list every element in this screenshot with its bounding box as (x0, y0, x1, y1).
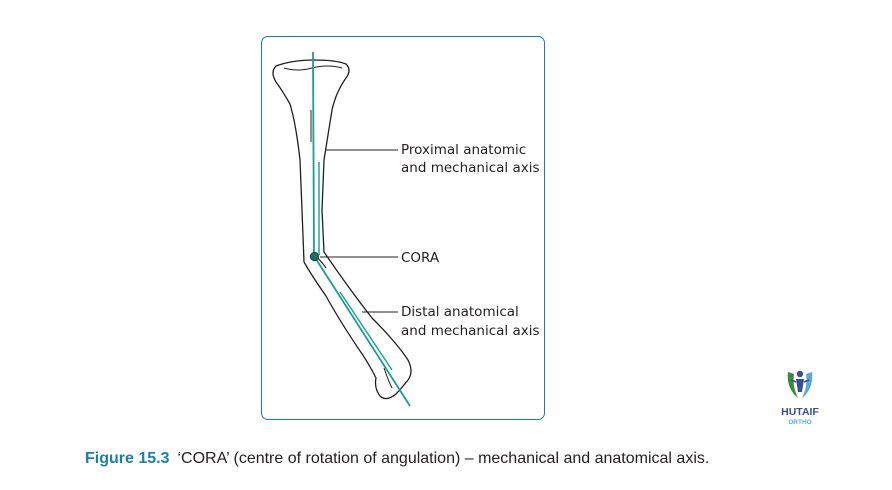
logo: HUTAIF ORTHO (781, 370, 819, 426)
figure-number: Figure 15.3 (85, 450, 170, 467)
logo-name: HUTAIF (781, 406, 819, 418)
caption-text: ‘CORA’ (centre of rotation of angulation… (177, 450, 710, 467)
label-proximal-line1: Proximal anatomic (401, 142, 526, 158)
cora-point (309, 251, 320, 262)
label-proximal-line2: and mechanical axis (401, 160, 540, 176)
figure-panel (261, 36, 545, 420)
bone-diagram: Proximal anatomic and mechanical axis CO… (272, 51, 819, 426)
proximal-articular-line (283, 65, 343, 71)
label-distal-line2: and mechanical axis (401, 323, 540, 339)
distal-malleolus-line (383, 367, 393, 389)
distal-anatomic-axis-segment (339, 291, 393, 371)
proximal-mechanical-axis (312, 51, 315, 257)
distal-mechanical-axis (313, 255, 411, 407)
label-distal-line1: Distal anatomical (401, 304, 519, 320)
figure-icon (787, 370, 813, 398)
bone-outline (272, 59, 412, 400)
figure-caption: Figure 15.3 ‘CORA’ (centre of rotation of… (85, 450, 709, 468)
logo-sub: ORTHO (788, 419, 811, 426)
label-cora: CORA (401, 250, 440, 266)
